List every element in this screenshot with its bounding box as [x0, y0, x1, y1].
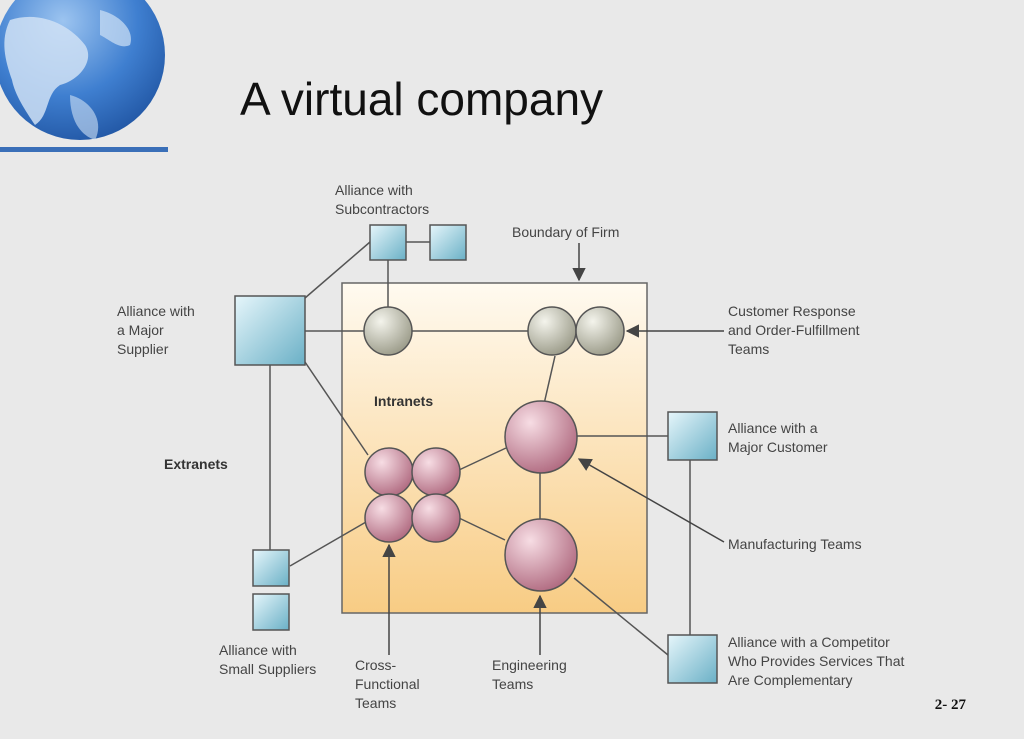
engineering-team-circle — [504, 518, 578, 592]
small-supplier-box-2 — [252, 593, 290, 631]
major-customer-box — [667, 411, 718, 461]
label-engineering-teams: Engineering Teams — [492, 657, 571, 692]
label-cross-functional-teams: Cross- Functional Teams — [355, 657, 423, 711]
subcontractor-box-2 — [429, 224, 467, 261]
cross-functional-circle-2 — [411, 447, 461, 497]
page-number: 2- 27 — [934, 697, 966, 713]
cross-functional-circle-1 — [364, 447, 414, 497]
globe-icon — [0, 0, 165, 140]
cross-functional-circle-4 — [411, 493, 461, 543]
team-circle-grey-right — [575, 306, 625, 356]
globe-logo — [0, 0, 170, 150]
small-supplier-box-1 — [252, 549, 290, 587]
title-rule — [0, 147, 168, 152]
competitor-box — [667, 634, 718, 684]
label-manufacturing-teams: Manufacturing Teams — [728, 536, 862, 552]
label-extranets: Extranets — [164, 456, 228, 472]
label-alliance-small-suppliers: Alliance with Small Suppliers — [219, 642, 316, 677]
label-alliance-subcontractors: Alliance with Subcontractors — [335, 182, 429, 217]
team-circle-grey-mid — [527, 306, 577, 356]
major-supplier-box — [234, 295, 306, 366]
label-alliance-major-supplier: Alliance with a Major Supplier — [117, 303, 199, 357]
subcontractor-box-1 — [369, 224, 407, 261]
label-customer-response: Customer Response and Order-Fulfillment … — [728, 303, 863, 357]
slide-title: A virtual company — [240, 73, 604, 125]
pointer-arrows — [382, 243, 725, 655]
label-alliance-major-customer: Alliance with a Major Customer — [728, 420, 828, 455]
label-intranets: Intranets — [374, 393, 433, 409]
label-boundary-of-firm: Boundary of Firm — [512, 224, 619, 240]
network-lines — [269, 241, 691, 656]
label-alliance-competitor: Alliance with a Competitor Who Provides … — [728, 634, 908, 688]
cross-functional-circle-3 — [364, 493, 414, 543]
team-circle-grey-left — [363, 306, 413, 356]
manufacturing-team-circle — [504, 400, 578, 474]
